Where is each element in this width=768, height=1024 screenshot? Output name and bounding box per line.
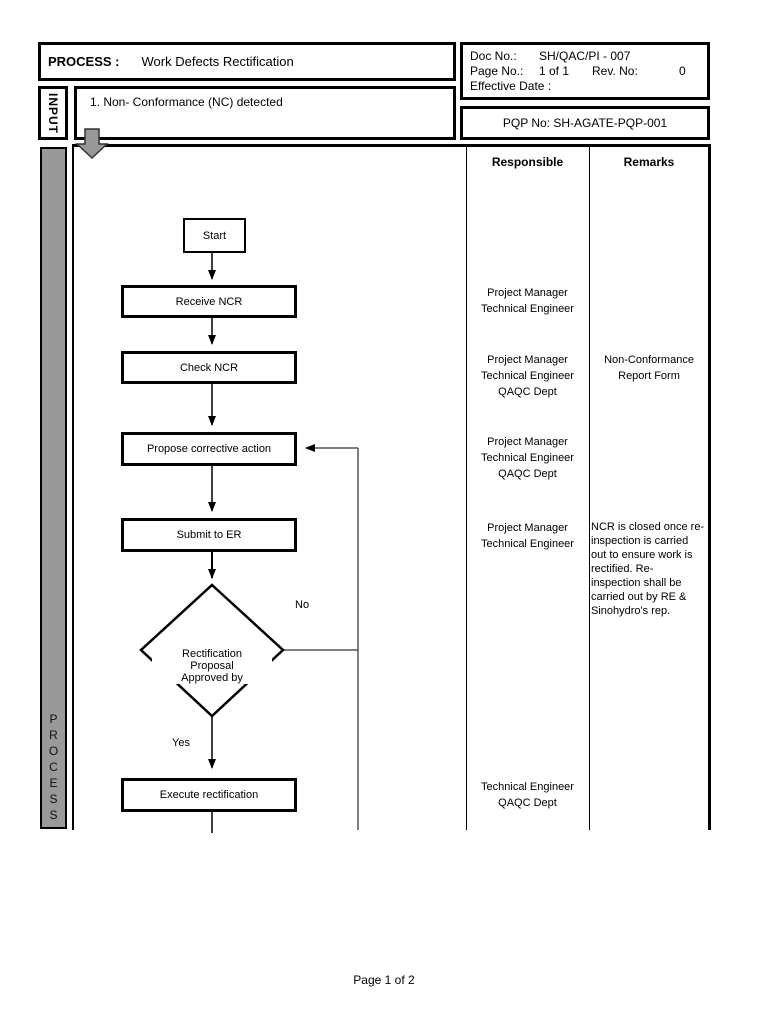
process-title-value: Work Defects Rectification (141, 54, 294, 69)
process-frame-top-border (72, 144, 711, 147)
decision-no-label: No (295, 599, 310, 611)
rev-no-label: Rev. No: (592, 64, 638, 78)
responsible-column-header: Responsible (491, 155, 564, 169)
flow-node-check-ncr: Check NCR (121, 351, 297, 384)
pqp-no-value: PQP No: SH-AGATE-PQP-001 (502, 116, 668, 130)
responsible-propose: Project Manager Technical Engineer QAQC … (481, 436, 574, 480)
process-frame-left-border (72, 144, 74, 830)
pqp-no-box: PQP No: SH-AGATE-PQP-001 (460, 106, 710, 140)
page-number-footer: Page 1 of 2 (353, 973, 415, 987)
flow-node-execute-label: Execute rectification (159, 789, 259, 801)
responsible-check-ncr: Project Manager Technical Engineer QAQC … (481, 354, 574, 398)
effective-date-label: Effective Date : (470, 79, 552, 93)
responsible-submit: Project Manager Technical Engineer (481, 522, 574, 550)
input-item-text: 1. Non- Conformance (NC) detected (90, 95, 283, 109)
remarks-check-ncr: Non-Conformance Report Form (604, 354, 694, 382)
flow-node-start: Start (183, 218, 246, 253)
doc-no-value: SH/QAC/PI - 007 (539, 49, 631, 63)
flow-node-receive-ncr-label: Receive NCR (175, 295, 243, 308)
input-section-label: INPUT (38, 86, 68, 140)
process-frame-right-border (708, 144, 711, 830)
page-no-label: Page No.: (470, 64, 524, 78)
remarks-submit: NCR is closed once re- inspection is car… (591, 521, 705, 617)
process-section-bar (40, 147, 67, 829)
rev-no-value: 0 (679, 64, 686, 78)
flow-node-propose-corrective-action: Propose corrective action (121, 432, 297, 466)
decision-yes-label: Yes (172, 737, 190, 749)
flow-node-submit-label: Submit to ER (176, 529, 242, 541)
flow-node-submit-to-er: Submit to ER (121, 518, 297, 552)
flow-node-execute-rectification: Execute rectification (121, 778, 297, 812)
flow-node-check-ncr-label: Check NCR (179, 361, 239, 374)
remarks-column-header: Remarks (623, 155, 675, 169)
doc-info-box: Doc No.: SH/QAC/PI - 007 Page No.: 1 of … (460, 42, 710, 100)
responsible-execute: Technical Engineer QAQC Dept (481, 781, 574, 809)
remarks-column-divider (589, 147, 590, 830)
process-section-label: P R O C E S S (48, 712, 59, 822)
input-item-box: 1. Non- Conformance (NC) detected (74, 86, 456, 140)
responsible-receive-ncr: Project Manager Technical Engineer (481, 287, 574, 315)
flow-node-decision-label: Rectification Proposal Approved by (152, 648, 272, 684)
flow-node-propose-label: Propose corrective action (146, 443, 272, 455)
flow-node-receive-ncr: Receive NCR (121, 285, 297, 318)
doc-no-label: Doc No.: (470, 49, 517, 63)
flow-node-start-label: Start (202, 229, 227, 242)
process-title-label: PROCESS : (48, 54, 120, 69)
process-title-box: PROCESS : Work Defects Rectification (38, 42, 456, 81)
input-label-text: INPUT (46, 92, 60, 134)
responsible-column-divider (466, 147, 467, 830)
page-no-value: 1 of 1 (539, 64, 570, 78)
